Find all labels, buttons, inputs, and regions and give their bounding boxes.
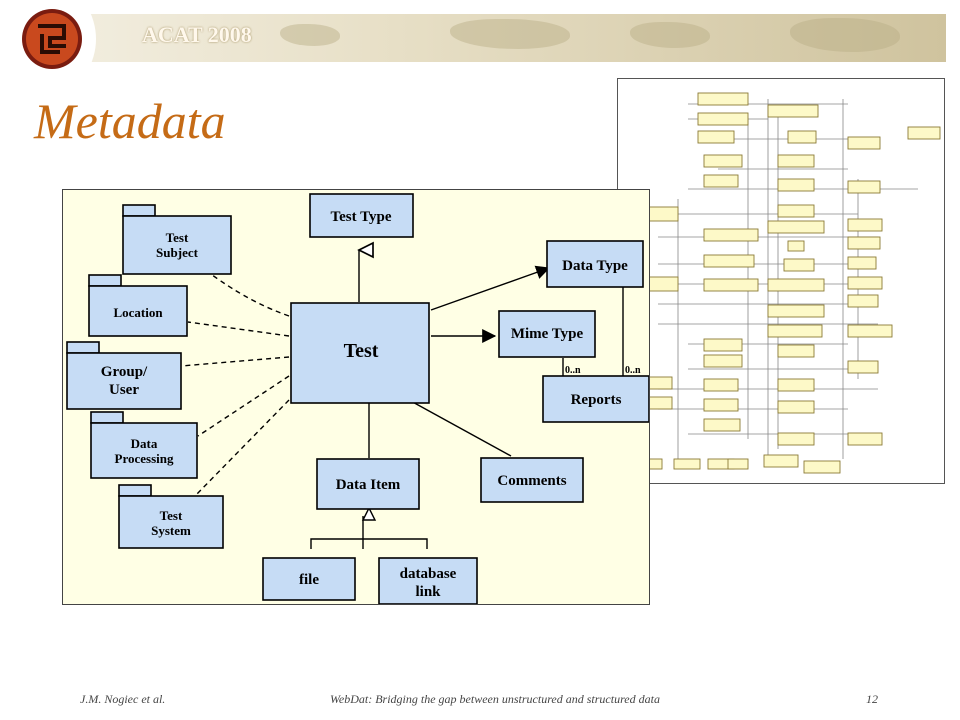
- data-type-box: [546, 240, 644, 288]
- test-subject-label-line2: Subject: [156, 245, 199, 260]
- data-processing-package: [90, 411, 198, 479]
- test-system-package: [118, 484, 224, 549]
- test-system-label-line2: System: [151, 523, 191, 538]
- test-box: [290, 302, 430, 404]
- brand-label: ACAT 2008: [142, 22, 252, 47]
- footer-page-number: 12: [866, 692, 878, 706]
- comments-box: [480, 457, 584, 503]
- file-box: [262, 557, 356, 601]
- slide-title: Metadata: [34, 93, 226, 149]
- footer-subtitle: WebDat: Bridging the gap between unstruc…: [330, 692, 660, 706]
- reports-label: Reports: [571, 392, 622, 408]
- reports-multiplicity-right: 0..n: [625, 365, 641, 376]
- data-processing-label-line2: Processing: [115, 451, 174, 466]
- group-user-label-line1: Group/: [101, 364, 148, 380]
- database-link-label-line2: link: [415, 584, 441, 600]
- mime-type-label: Mime Type: [511, 326, 584, 342]
- test-type-label: Test Type: [331, 209, 392, 225]
- uml-diagram: Test Type Test Data Type Mime Type Repor…: [62, 189, 650, 605]
- location-label: Location: [113, 305, 163, 320]
- location-package: [88, 274, 188, 337]
- database-link-label-line1: database: [400, 566, 457, 582]
- footer-author: J.M. Nogiec et al.: [80, 692, 166, 706]
- reports-box: [542, 375, 650, 423]
- data-type-label: Data Type: [562, 258, 628, 274]
- schema-diagram: [647, 92, 941, 474]
- reports-multiplicity-left: 0..n: [565, 365, 581, 376]
- test-subject-package: [122, 204, 232, 275]
- header-banner: [30, 14, 946, 62]
- test-label: Test: [344, 340, 379, 362]
- data-processing-label-line1: Data: [131, 436, 158, 451]
- conference-logo: [20, 4, 106, 74]
- uml-canvas: Test Type Test Data Type Mime Type Repor…: [66, 193, 650, 605]
- data-item-label: Data Item: [336, 477, 401, 493]
- test-type-box: [309, 193, 414, 238]
- comments-label: Comments: [497, 473, 566, 489]
- test-subject-label-line1: Test: [166, 230, 189, 245]
- data-item-box: [316, 458, 420, 510]
- mime-type-box: [498, 310, 596, 358]
- file-label: file: [299, 572, 319, 588]
- test-system-label-line1: Test: [160, 508, 183, 523]
- group-user-package: [66, 341, 182, 410]
- group-user-label-line2: User: [109, 382, 139, 398]
- database-schema-image: [617, 78, 945, 484]
